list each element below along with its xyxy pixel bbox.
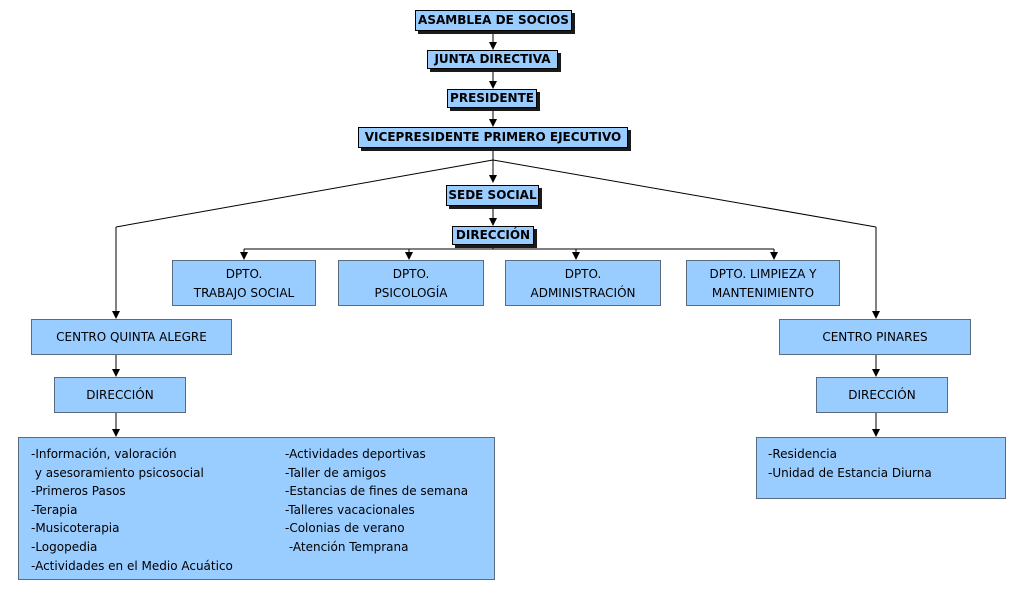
quinta-services-left: -Información, valoración y asesoramiento… — [31, 445, 233, 575]
junta-node: JUNTA DIRECTIVA — [427, 50, 558, 69]
centro-pinares-node: CENTRO PINARES — [779, 319, 971, 355]
vicepresidente-node: VICEPRESIDENTE PRIMERO EJECUTIVO — [358, 127, 628, 148]
sede-node: SEDE SOCIAL — [446, 185, 539, 206]
dpto-psicologia-line1: DPTO. — [392, 267, 430, 281]
pinares-services-list: -Residencia -Unidad de Estancia Diurna — [768, 445, 932, 482]
service-item: -Colonias de verano — [285, 521, 405, 536]
dpto-trabajo-line1: DPTO. — [225, 267, 263, 281]
service-item: -Terapia — [31, 502, 78, 517]
dpto-trabajo-node: DPTO. TRABAJO SOCIAL — [172, 260, 316, 306]
presidente-node: PRESIDENTE — [447, 89, 537, 108]
dpto-psicologia-line2: PSICOLOGÍA — [374, 286, 448, 300]
service-item: -Musicoterapia — [31, 521, 120, 536]
service-item: -Actividades deportivas — [285, 447, 426, 461]
service-item: -Primeros Pasos — [31, 484, 126, 499]
service-item: -Taller de amigos — [285, 465, 387, 480]
dpto-psicologia-node: DPTO. PSICOLOGÍA — [338, 260, 484, 306]
service-item: -Atención Temprana — [285, 539, 409, 554]
dpto-admin-line1: DPTO. — [564, 267, 602, 281]
service-item: -Residencia — [768, 447, 837, 461]
quinta-services-box: -Información, valoración y asesoramiento… — [18, 437, 495, 580]
line-vice-left — [115, 159, 494, 228]
direccion-pinares-node: DIRECCIÓN — [816, 377, 948, 413]
direccion-sede-node: DIRECCIÓN — [452, 226, 534, 245]
asamblea-node: ASAMBLEA DE SOCIOS — [415, 10, 572, 31]
service-item: -Logopedia — [31, 539, 98, 554]
line-vice-right — [492, 159, 877, 228]
dpto-limpieza-node: DPTO. LIMPIEZA Y MANTENIMIENTO — [686, 260, 840, 306]
service-item: -Talleres vacacionales — [285, 502, 415, 517]
dpto-limpieza-line1: DPTO. LIMPIEZA Y — [709, 267, 817, 281]
service-item: y asesoramiento psicosocial — [31, 465, 204, 480]
service-item: -Información, valoración — [31, 447, 177, 461]
service-item: -Unidad de Estancia Diurna — [768, 465, 932, 480]
service-item: -Estancias de fines de semana — [285, 484, 469, 499]
dpto-trabajo-line2: TRABAJO SOCIAL — [193, 286, 295, 300]
quinta-services-right: -Actividades deportivas -Taller de amigos… — [285, 445, 468, 557]
centro-quinta-node: CENTRO QUINTA ALEGRE — [31, 319, 232, 355]
service-item: -Actividades en el Medio Acuático — [31, 558, 233, 573]
dpto-admin-node: DPTO. ADMINISTRACIÓN — [505, 260, 661, 306]
dpto-limpieza-line2: MANTENIMIENTO — [711, 286, 815, 300]
dpto-admin-line2: ADMINISTRACIÓN — [530, 286, 636, 300]
direccion-quinta-node: DIRECCIÓN — [54, 377, 186, 413]
pinares-services-box: -Residencia -Unidad de Estancia Diurna — [756, 437, 1006, 499]
